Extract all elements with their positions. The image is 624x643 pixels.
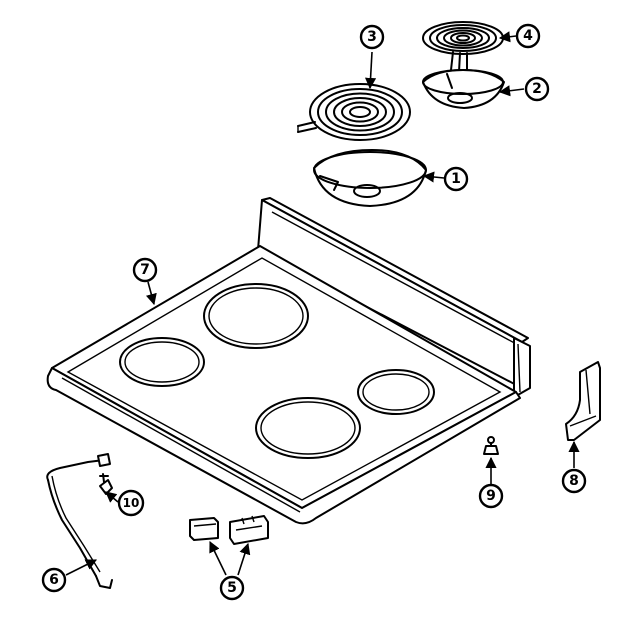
callout-8: 8 [561, 468, 587, 494]
wire-harness [46, 453, 113, 589]
callout-4: 4 [515, 23, 541, 49]
callout-label: 2 [532, 81, 542, 97]
callout-5: 5 [219, 575, 245, 601]
callout-label: 1 [451, 171, 461, 187]
callout-9: 9 [478, 483, 504, 509]
callout-label: 6 [49, 572, 59, 588]
callout-label: 7 [140, 262, 150, 278]
screw-part-10 [99, 473, 113, 495]
screw-part-9 [483, 436, 499, 455]
callout-3: 3 [359, 24, 385, 50]
large-drip-bowl [313, 149, 427, 207]
end-trim-piece [565, 361, 601, 441]
callout-label: 5 [227, 580, 237, 596]
large-surface-element-coil [297, 83, 411, 141]
terminal-blocks [189, 515, 269, 545]
callout-2: 2 [524, 76, 550, 102]
callout-7: 7 [132, 257, 158, 283]
leader-lines [65, 31, 580, 576]
callout-1: 1 [443, 166, 469, 192]
callout-label: 9 [486, 488, 496, 504]
callout-label: 4 [523, 28, 533, 44]
callout-label: 8 [569, 473, 579, 489]
small-drip-bowl [422, 69, 505, 109]
callout-label: 3 [367, 29, 377, 45]
small-surface-element-coil [422, 21, 504, 73]
callout-6: 6 [41, 567, 67, 593]
callout-10: 10 [117, 489, 145, 517]
main-cooktop-panel [46, 197, 531, 525]
callout-label: 10 [123, 496, 140, 510]
